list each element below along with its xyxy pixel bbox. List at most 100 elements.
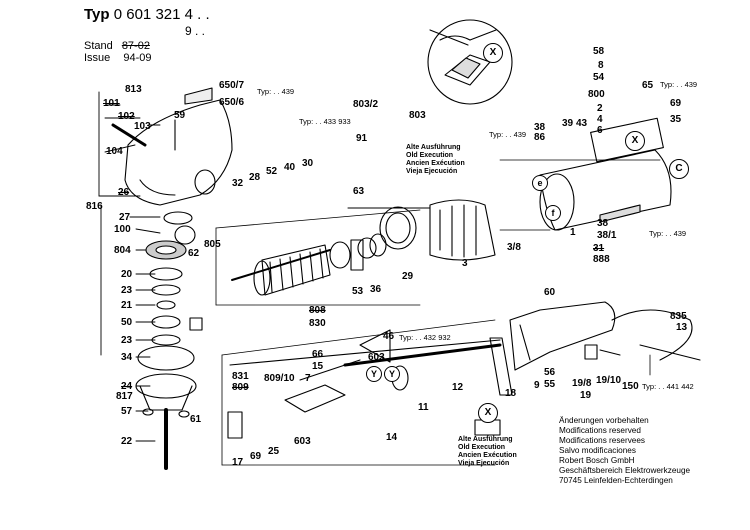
switch-and-wiring xyxy=(227,329,513,439)
detail-marker-x-right: X xyxy=(625,131,645,151)
typ-label: Typ xyxy=(84,6,110,23)
old-exec-2-en: Old Execution xyxy=(458,444,506,451)
part-28: 28 xyxy=(249,172,261,183)
part-101: 101 xyxy=(103,98,120,109)
part-100: 100 xyxy=(114,224,131,235)
section-lines xyxy=(215,159,661,466)
field-stator xyxy=(347,199,496,261)
part-2: 2 xyxy=(597,103,603,114)
typ-note-441: Typ: . . 441 442 xyxy=(642,382,694,391)
part-816: 816 xyxy=(86,201,103,212)
part-15: 15 xyxy=(312,361,324,372)
detail-marker-c: C xyxy=(669,159,689,179)
part-26: 26 xyxy=(118,187,130,198)
part-6: 6 xyxy=(597,125,603,136)
old-execution-note-2: Alte Ausführung Old Execution Ancien Exé… xyxy=(458,436,517,468)
spindle-stack xyxy=(135,211,203,470)
detail-marker-e: e xyxy=(532,175,548,191)
part-19-10: 19/10 xyxy=(596,375,622,386)
footer-line-6: Geschäftsbereich Elektrowerkzeuge xyxy=(559,466,691,475)
part-66: 66 xyxy=(312,349,324,360)
typ-note-439-b: Typ: . . 439 xyxy=(489,130,527,139)
part-19-8: 19/8 xyxy=(572,378,592,389)
issue-label: Issue xyxy=(84,52,111,64)
part-603a: 603 xyxy=(368,352,385,363)
issue-row: Issue 94-09 xyxy=(84,52,152,65)
part-3: 3 xyxy=(462,258,468,269)
part-56: 56 xyxy=(544,367,556,378)
part-12: 12 xyxy=(452,382,464,393)
typ-note-439-a: Typ: . . 439 xyxy=(257,87,295,96)
part-50: 50 xyxy=(121,317,133,328)
part-59: 59 xyxy=(174,110,186,121)
part-54: 54 xyxy=(593,72,605,83)
part-36: 36 xyxy=(370,284,382,295)
old-exec-1-fr: Ancien Exécution xyxy=(406,160,465,167)
typ-note-439-c: Typ: . . 439 xyxy=(660,80,698,89)
part-18: 18 xyxy=(505,388,517,399)
gear-housing xyxy=(111,87,233,206)
part-835: 835 xyxy=(670,311,687,322)
part-17: 17 xyxy=(232,457,244,468)
old-exec-2-fr: Ancien Exécution xyxy=(458,452,517,459)
part-62: 62 xyxy=(188,248,200,259)
part-817: 817 xyxy=(116,391,133,402)
issue-value: 94-09 xyxy=(123,52,152,64)
part-91: 91 xyxy=(356,133,368,144)
part-30: 30 xyxy=(302,158,314,169)
old-exec-1-en: Old Execution xyxy=(406,152,454,159)
motor-housing xyxy=(539,117,672,231)
part-809-10: 809/10 xyxy=(264,373,295,384)
part-14: 14 xyxy=(386,432,398,443)
part-43: 43 xyxy=(576,118,588,129)
part-22: 22 xyxy=(121,436,133,447)
detail-marker-x-bottom: X xyxy=(478,403,498,423)
part-803-2: 803/2 xyxy=(353,99,379,110)
part-39: 39 xyxy=(562,118,574,129)
footer-line-2: Modifications reserved xyxy=(559,426,641,435)
part-21: 21 xyxy=(121,300,133,311)
part-65: 65 xyxy=(642,80,654,91)
part-20: 20 xyxy=(121,269,133,280)
part-650-7: 650/7 xyxy=(219,80,245,91)
typ-note-432: Typ: . . 432 932 xyxy=(399,333,451,342)
part-31: 31 xyxy=(593,243,605,254)
part-804: 804 xyxy=(114,245,131,256)
part-102: 102 xyxy=(118,111,135,122)
part-55: 55 xyxy=(544,379,556,390)
part-805: 805 xyxy=(204,239,221,250)
old-exec-2-de: Alte Ausführung xyxy=(458,436,513,443)
part-58: 58 xyxy=(593,46,605,57)
part-603b: 603 xyxy=(294,436,311,447)
part-27: 27 xyxy=(119,212,131,223)
part-53: 53 xyxy=(352,286,364,297)
part-38a: 38 xyxy=(534,122,546,133)
old-exec-1-es: Vieja Ejecución xyxy=(406,168,458,175)
part-19: 19 xyxy=(580,390,592,401)
footer-notes: Änderungen vorbehalten Modifications res… xyxy=(559,416,690,486)
part-34: 34 xyxy=(121,352,133,363)
part-46: 46 xyxy=(383,331,395,342)
stand-row: Stand 87-02 xyxy=(84,40,150,53)
leader-lines-left xyxy=(98,91,161,442)
part-40: 40 xyxy=(284,162,296,173)
brush-holder-inset xyxy=(427,19,513,105)
footer-line-4: Salvo modificaciones xyxy=(559,446,636,455)
footer-line-7: 70745 Leinfelden-Echterdingen xyxy=(559,476,673,485)
old-execution-note-1: Alte Ausführung Old Execution Ancien Exé… xyxy=(406,144,465,176)
part-38-1: 38/1 xyxy=(597,230,617,241)
stand-label: Stand xyxy=(84,40,113,52)
old-exec-2-es: Vieja Ejecución xyxy=(458,460,510,467)
part-57: 57 xyxy=(121,406,133,417)
old-exec-1-de: Alte Ausführung xyxy=(406,144,461,151)
part-3-8: 3/8 xyxy=(507,242,521,253)
part-52: 52 xyxy=(266,166,278,177)
part-63: 63 xyxy=(353,186,365,197)
type-header: Typ 0 601 321 4 . . xyxy=(84,6,210,24)
typ-note-439-d: Typ: . . 439 xyxy=(649,229,687,238)
part-809: 809 xyxy=(232,382,249,393)
part-11: 11 xyxy=(418,402,429,413)
footer-line-1: Änderungen vorbehalten xyxy=(559,416,649,425)
part-4: 4 xyxy=(597,114,603,125)
